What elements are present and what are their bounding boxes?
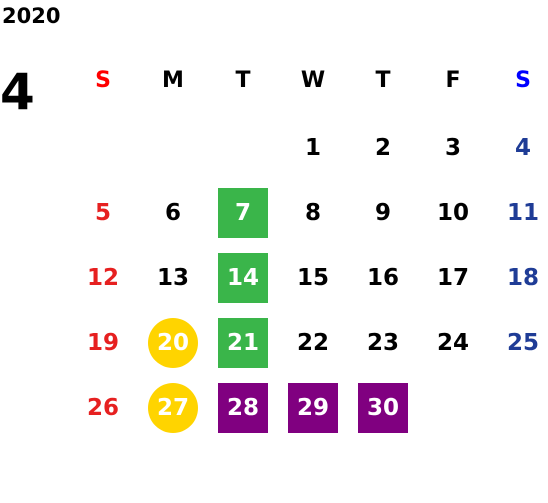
day-number: 29	[288, 382, 338, 433]
day-cell[interactable]: 8	[278, 180, 348, 245]
day-number	[78, 123, 128, 173]
day-number: 23	[366, 329, 399, 356]
day-cell[interactable]: 18	[488, 245, 548, 310]
day-number: 6	[164, 199, 181, 226]
day-cell[interactable]	[68, 115, 138, 180]
weekday-friday: F	[445, 67, 461, 93]
day-number: 7	[218, 187, 268, 238]
day-cell[interactable]: 5	[68, 180, 138, 245]
day-cell[interactable]: 19	[68, 310, 138, 375]
week-row: 19 20 21 22 23 24 25	[68, 310, 548, 375]
day-cell-purple[interactable]: 30	[348, 375, 418, 440]
week-row: 1 2 3 4	[68, 115, 548, 180]
day-number: 28	[218, 382, 268, 433]
day-number: 15	[296, 264, 329, 291]
day-number: 22	[296, 329, 329, 356]
day-number	[428, 383, 478, 433]
day-cell-purple[interactable]: 29	[278, 375, 348, 440]
day-cell[interactable]: 9	[348, 180, 418, 245]
day-number: 4	[514, 134, 531, 161]
weekday-saturday: S	[515, 67, 531, 93]
day-number	[498, 383, 548, 433]
day-cell[interactable]: 10	[418, 180, 488, 245]
weekday-tuesday: T	[235, 67, 251, 93]
day-cell[interactable]	[418, 375, 488, 440]
month-label: 4	[0, 63, 35, 121]
day-number: 8	[304, 199, 321, 226]
day-cell[interactable]: 4	[488, 115, 548, 180]
day-number: 3	[444, 134, 461, 161]
day-number: 18	[506, 264, 539, 291]
weekday-monday: M	[162, 67, 184, 93]
day-number: 13	[156, 264, 189, 291]
day-number: 2	[374, 134, 391, 161]
day-number: 19	[86, 329, 119, 356]
week-row: 12 13 14 15 16 17 18	[68, 245, 548, 310]
day-number: 16	[366, 264, 399, 291]
day-number: 9	[374, 199, 391, 226]
day-number	[218, 123, 268, 173]
day-number: 14	[218, 252, 268, 303]
day-number: 1	[304, 134, 321, 161]
day-number: 11	[506, 199, 539, 226]
day-number: 24	[436, 329, 469, 356]
year-label: 2020	[2, 4, 61, 28]
week-row: 5 6 7 8 9 10 11	[68, 180, 548, 245]
day-cell-purple[interactable]: 28	[208, 375, 278, 440]
day-cell[interactable]	[488, 375, 548, 440]
day-number: 17	[436, 264, 469, 291]
day-cell[interactable]: 6	[138, 180, 208, 245]
day-cell[interactable]	[138, 115, 208, 180]
calendar-grid: S M T W T F S 1 2 3 4 5 6 7 8 9 10 11 12…	[68, 45, 548, 440]
day-cell[interactable]: 26	[68, 375, 138, 440]
day-cell[interactable]: 25	[488, 310, 548, 375]
day-number: 20	[148, 317, 198, 368]
day-cell[interactable]: 3	[418, 115, 488, 180]
weekday-wednesday: W	[300, 67, 326, 93]
day-number: 27	[148, 382, 198, 433]
day-cell[interactable]: 23	[348, 310, 418, 375]
day-cell-yellow[interactable]: 20	[138, 310, 208, 375]
day-cell[interactable]: 24	[418, 310, 488, 375]
day-number: 5	[94, 199, 111, 226]
day-number: 12	[86, 264, 119, 291]
day-number: 21	[218, 317, 268, 368]
day-cell[interactable]: 1	[278, 115, 348, 180]
day-cell[interactable]: 17	[418, 245, 488, 310]
day-number: 25	[506, 329, 539, 356]
day-cell[interactable]: 15	[278, 245, 348, 310]
weekday-sunday: S	[95, 67, 111, 93]
day-cell[interactable]: 16	[348, 245, 418, 310]
day-cell[interactable]: 11	[488, 180, 548, 245]
day-cell-green[interactable]: 14	[208, 245, 278, 310]
day-number: 30	[358, 382, 408, 433]
weekday-thursday: T	[375, 67, 391, 93]
day-cell-yellow[interactable]: 27	[138, 375, 208, 440]
day-cell[interactable]: 13	[138, 245, 208, 310]
week-row: 26 27 28 29 30	[68, 375, 548, 440]
day-cell[interactable]: 2	[348, 115, 418, 180]
day-cell[interactable]: 22	[278, 310, 348, 375]
day-cell[interactable]: 12	[68, 245, 138, 310]
day-number: 26	[86, 394, 119, 421]
day-number: 10	[436, 199, 469, 226]
weekday-header: S M T W T F S	[68, 45, 548, 115]
day-cell[interactable]	[208, 115, 278, 180]
day-cell-green[interactable]: 21	[208, 310, 278, 375]
day-cell-green[interactable]: 7	[208, 180, 278, 245]
day-number	[148, 123, 198, 173]
